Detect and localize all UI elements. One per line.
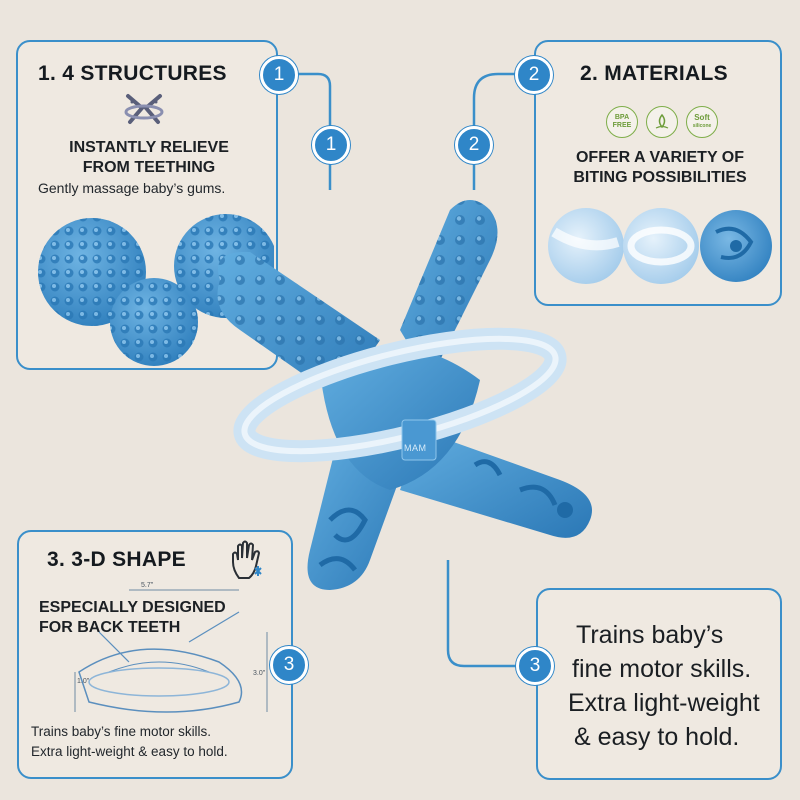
motor-line2: fine motor skills. [572,655,752,683]
connector-badge-right: 2 [455,126,493,164]
teether-product-image [217,200,592,590]
motor-line1: Trains baby’s [576,621,724,649]
materials-title: 2. MATERIALS [580,62,728,85]
dim-height-label: 3.0" [253,670,266,677]
brand-logo: MAM [404,443,427,453]
shape-body-line1: Trains baby’s fine motor skills. [31,724,212,739]
structures-heading-line2: FROM TEETHING [82,159,216,176]
shape-panel: 3. 3-D SHAPE ESPECIALLY DESIGNED FOR BAC… [17,530,293,779]
motor-skills-badge: 3 [516,647,554,685]
bpa-line1: BPA [614,114,630,121]
shape-heading-line1: ESPECIALLY DESIGNED [39,599,226,616]
motor-line4: & easy to hold. [574,723,740,751]
shape-body-line2: Extra light-weight & easy to hold. [31,744,228,759]
shape-heading-line2: FOR BACK TEETH [39,619,181,636]
shape-badge: 3 [270,646,308,684]
materials-heading-line2: BITING POSSIBILITIES [573,169,747,186]
structures-title: 1. 4 STRUCTURES [38,62,227,85]
structures-badge: 1 [260,56,298,94]
soft-line2: silicone [692,123,712,129]
hand-icon [229,540,265,585]
shape-title: 3. 3-D SHAPE [47,548,186,571]
structures-panel: 1. 4 STRUCTURES INSTANTLY RELIEVE FROM T… [16,40,278,370]
connector-badge-left: 1 [312,126,350,164]
dimension-diagram [74,589,268,713]
texture-closeups [38,214,274,366]
materials-badge: 2 [515,56,553,94]
water-leaf-icon [646,106,678,138]
motor-line3: Extra light-weight [568,689,760,717]
dim-width-label: 5.7" [141,582,154,589]
structures-body: Gently massage baby’s gums. [38,180,226,196]
structures-heading-line1: INSTANTLY RELIEVE [69,139,229,156]
teether-outline-icon [122,92,166,137]
bpa-line2: FREE [612,122,632,129]
dim-depth-label: 1.0" [77,678,90,685]
materials-heading-line1: OFFER A VARIETY OF [575,149,744,166]
motor-skills-panel: Trains baby’s fine motor skills. Extra l… [536,588,782,780]
material-closeups [548,208,772,284]
soft-line1: Soft [694,113,710,122]
